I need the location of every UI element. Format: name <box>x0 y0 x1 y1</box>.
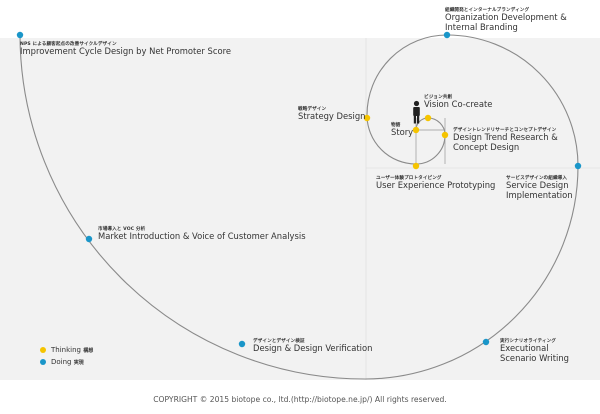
label-strategy-jp: 戦略デザイン <box>298 107 327 112</box>
label-story-en: Story <box>391 127 414 138</box>
label-scenario: 実行シナリオライティング Executional Scenario Writin… <box>500 339 569 364</box>
label-organization-jp: 組織開発とインターナルブランディング <box>445 8 530 13</box>
label-organization: 組織開発とインターナルブランディング Organization Developm… <box>445 8 567 33</box>
label-strategy-en: Strategy Design <box>298 111 366 122</box>
label-scenario-jp: 実行シナリオライティング <box>500 339 556 344</box>
label-verification: デザインとデザイン検証 Design & Design Verification <box>253 339 372 354</box>
legend-doing-jp: 実現 <box>73 360 84 366</box>
dot-market <box>85 235 93 243</box>
legend-doing: Doing 実現 <box>40 358 84 366</box>
label-story: 物語 Story <box>391 123 413 138</box>
dot-service <box>574 162 582 170</box>
label-nps-en: Improvement Cycle Design by Net Promoter… <box>20 46 231 57</box>
label-verification-jp: デザインとデザイン検証 <box>253 339 305 344</box>
label-service: サービスデザインの組織導入 Service Design Implementat… <box>506 176 573 201</box>
label-organization-en-line1: Organization Development & <box>445 12 567 23</box>
label-market-jp: 市場導入と VOC 分析 <box>98 227 146 232</box>
dot-scenario <box>482 338 490 346</box>
label-scenario-en-line1: Executional <box>500 343 549 354</box>
dot-strategy <box>363 114 371 122</box>
label-market-en: Market Introduction & Voice of Customer … <box>98 231 306 242</box>
label-service-jp: サービスデザインの組織導入 <box>506 176 568 181</box>
doing-dot-icon <box>40 358 46 365</box>
label-vision-jp: ビジョン共創 <box>424 95 453 100</box>
legend-thinking: Thinking 構想 <box>40 346 93 354</box>
background-panel <box>0 38 600 380</box>
label-verification-en: Design & Design Verification <box>253 343 373 354</box>
label-service-en-line1: Service Design <box>506 180 569 191</box>
person-icon <box>413 100 420 124</box>
label-ux-jp: ユーザー体験プロトタイピング <box>376 176 442 181</box>
legend-thinking-jp: 構想 <box>83 348 94 354</box>
dot-organization <box>443 31 451 39</box>
dot-nps <box>16 31 24 39</box>
label-market: 市場導入と VOC 分析 Market Introduction & Voice… <box>98 227 306 242</box>
copyright-text: COPYRIGHT © 2015 biotope co., ltd.(http:… <box>153 395 447 404</box>
label-vision-en: Vision Co-create <box>424 99 493 110</box>
label-nps-jp: NPS による顧客起点の改善サイクルデザイン <box>20 42 117 47</box>
dot-verification <box>238 340 246 348</box>
label-nps: NPS による顧客起点の改善サイクルデザイン Improvement Cycle… <box>20 42 231 57</box>
legend-thinking-en: Thinking <box>51 346 81 354</box>
label-trend-en-line1: Design Trend Research & <box>453 132 558 143</box>
dot-story <box>412 126 420 134</box>
label-strategy: 戦略デザイン Strategy Design <box>298 107 365 122</box>
label-organization-en-line2: Internal Branding <box>445 21 518 32</box>
label-trend-jp: デザイントレンドリサーチとコンセプトデザイン <box>453 128 557 133</box>
label-scenario-en-line2: Scenario Writing <box>500 352 569 363</box>
dot-vision <box>424 114 432 122</box>
thinking-dot-icon <box>40 346 46 353</box>
label-story-jp: 物語 <box>391 123 401 128</box>
dot-trend <box>441 131 449 139</box>
dot-ux <box>412 162 420 170</box>
spiral-path <box>19 34 579 380</box>
label-vision: ビジョン共創 Vision Co-create <box>424 95 492 110</box>
label-service-en-line2: Implementation <box>506 189 573 200</box>
legend-doing-en: Doing <box>51 358 72 366</box>
label-trend: デザイントレンドリサーチとコンセプトデザイン Design Trend Rese… <box>453 128 558 153</box>
label-ux: ユーザー体験プロトタイピング User Experience Prototypi… <box>376 176 495 191</box>
label-ux-en: User Experience Prototyping <box>376 180 496 191</box>
label-trend-en-line2: Concept Design <box>453 141 520 152</box>
